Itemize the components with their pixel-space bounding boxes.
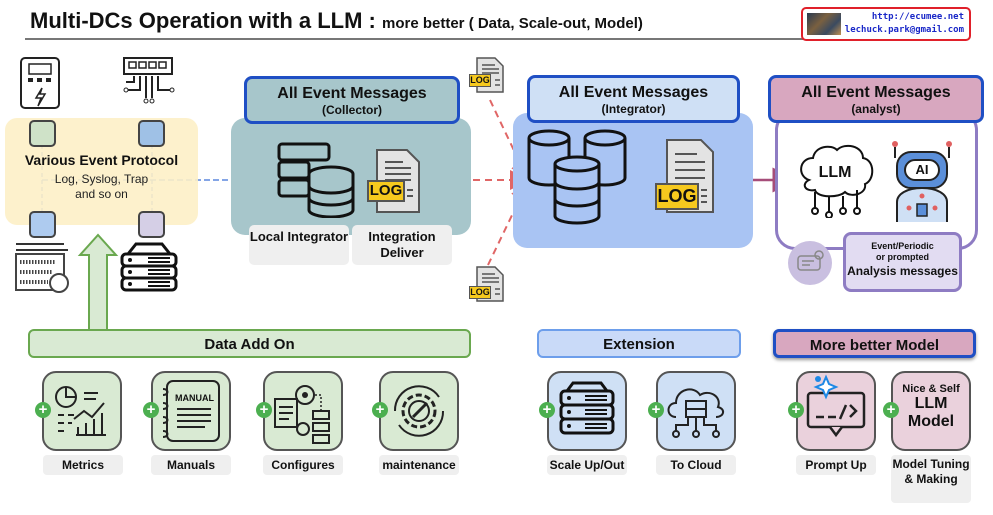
msg-line3: Analysis messages <box>847 264 958 278</box>
log-badge: LOG <box>469 286 491 299</box>
tile-maintenance[interactable] <box>379 371 459 451</box>
tile-llm-model[interactable]: Nice & Self LLM Model <box>891 371 971 451</box>
protocol-line1: Log, Syslog, Trap <box>54 172 149 186</box>
extension-bar: Extension <box>537 329 741 358</box>
manual-icon <box>162 380 220 442</box>
floating-log-bottom: LOG <box>469 265 505 303</box>
collector-header: All Event Messages (Collector) <box>244 76 460 124</box>
collector-log-badge: LOG <box>367 180 405 202</box>
integration-deliver-label: Integration Deliver <box>352 225 452 265</box>
database-cluster-icon <box>527 129 627 225</box>
title-main: Multi-DCs Operation with a LLM : <box>30 8 376 33</box>
add-maintenance-icon[interactable]: + <box>372 402 388 418</box>
llm-text: LLM <box>818 164 852 181</box>
llm-model-line2: LLM <box>914 395 948 412</box>
add-scale-icon[interactable]: + <box>539 402 555 418</box>
configures-label: Configures <box>263 455 343 475</box>
maintenance-label: maintenance <box>379 455 459 475</box>
integrator-log-badge: LOG <box>655 183 699 210</box>
author-thumbnail <box>807 13 841 35</box>
msg-line2: or prompted <box>876 252 929 262</box>
ai-text: AI <box>915 162 929 177</box>
server-icon <box>120 242 178 292</box>
protocol-line2: and so on <box>75 187 128 201</box>
contact-box: http://ecumee.net lechuck.park@gmail.com <box>801 7 971 41</box>
data-add-on-up-arrow <box>77 233 119 331</box>
robot-icon <box>892 141 952 222</box>
llm-brain-icon: LLM <box>795 140 875 219</box>
analysis-messages-box: Event/Periodic or prompted Analysis mess… <box>843 232 962 292</box>
analysis-message-bubble-icon <box>788 241 832 285</box>
tile-to-cloud[interactable] <box>656 371 736 451</box>
contact-url[interactable]: http://ecumee.net <box>871 12 964 22</box>
add-llm-model-icon[interactable]: + <box>883 402 899 418</box>
manual-badge: MANUAL <box>175 393 214 403</box>
tile-configures[interactable] <box>263 371 343 451</box>
chat-message-icon <box>797 250 824 271</box>
protocol-node-server <box>138 211 165 238</box>
integration-deliver-text: Integration Deliver <box>368 229 436 260</box>
floating-log-top: LOG <box>469 56 505 94</box>
add-cloud-icon[interactable]: + <box>648 402 664 418</box>
tile-prompt-up[interactable] <box>796 371 876 451</box>
to-cloud-label: To Cloud <box>656 455 736 475</box>
collector-title: All Event Messages <box>277 85 427 102</box>
title-subtitle: more better ( Data, Scale-out, Model) <box>382 15 643 32</box>
collector-subtitle: (Collector) <box>322 103 382 117</box>
network-switch-icon <box>123 57 175 104</box>
integrator-subtitle: (Integrator) <box>601 102 666 116</box>
page-title: Multi-DCs Operation with a LLM : more be… <box>30 8 643 34</box>
log-badge: LOG <box>469 74 491 87</box>
local-integrator-text: Local Integrator <box>249 229 349 244</box>
msg-line1: Event/Periodic <box>871 241 934 251</box>
add-metrics-icon[interactable]: + <box>35 402 51 418</box>
analyst-subtitle: (analyst) <box>851 102 901 116</box>
scale-up-out-label: Scale Up/Out <box>547 455 627 475</box>
llm-model-line1: Nice & Self <box>902 383 960 395</box>
metrics-label: Metrics <box>43 455 123 475</box>
add-prompt-icon[interactable]: + <box>788 402 804 418</box>
tile-scale-up-out[interactable] <box>547 371 627 451</box>
analyst-header: All Event Messages (analyst) <box>768 75 984 123</box>
more-better-model-bar: More better Model <box>773 329 976 358</box>
protocol-description: Log, Syslog, Trap and so on <box>5 172 198 202</box>
brain-outline-icon <box>800 144 874 219</box>
integrator-title: All Event Messages <box>558 84 709 101</box>
manuals-label: Manuals <box>151 455 231 475</box>
protocol-node-switch <box>138 120 165 147</box>
prompt-up-label: Prompt Up <box>796 455 876 475</box>
integrator-header: All Event Messages (Integrator) <box>527 75 740 123</box>
tile-manuals[interactable]: MANUAL <box>151 371 231 451</box>
model-tuning-label: Model Tuning & Making <box>891 455 971 503</box>
protocol-node-storage <box>29 211 56 238</box>
tile-metrics[interactable] <box>42 371 122 451</box>
storage-array-icon <box>15 243 69 293</box>
local-integrator-icon <box>277 142 355 218</box>
ai-robot-icon: AI <box>887 138 957 222</box>
analyst-title: All Event Messages <box>801 84 951 101</box>
llm-model-line3: Model <box>907 413 955 430</box>
contact-email[interactable]: lechuck.park@gmail.com <box>844 25 964 35</box>
add-configures-icon[interactable]: + <box>256 402 272 418</box>
protocol-title: Various Event Protocol <box>24 152 179 168</box>
configure-icon <box>274 385 330 444</box>
data-add-on-bar: Data Add On <box>28 329 471 358</box>
power-device-icon <box>20 57 60 109</box>
protocol-node-power <box>29 120 56 147</box>
maintenance-icon <box>393 385 445 437</box>
metrics-icon <box>55 386 106 436</box>
prompt-icon <box>806 374 866 438</box>
local-integrator-label: Local Integrator <box>249 225 349 265</box>
add-manuals-icon[interactable]: + <box>143 402 159 418</box>
server-stack-icon <box>559 381 615 435</box>
title-divider <box>25 38 965 40</box>
cloud-server-icon <box>667 388 724 438</box>
